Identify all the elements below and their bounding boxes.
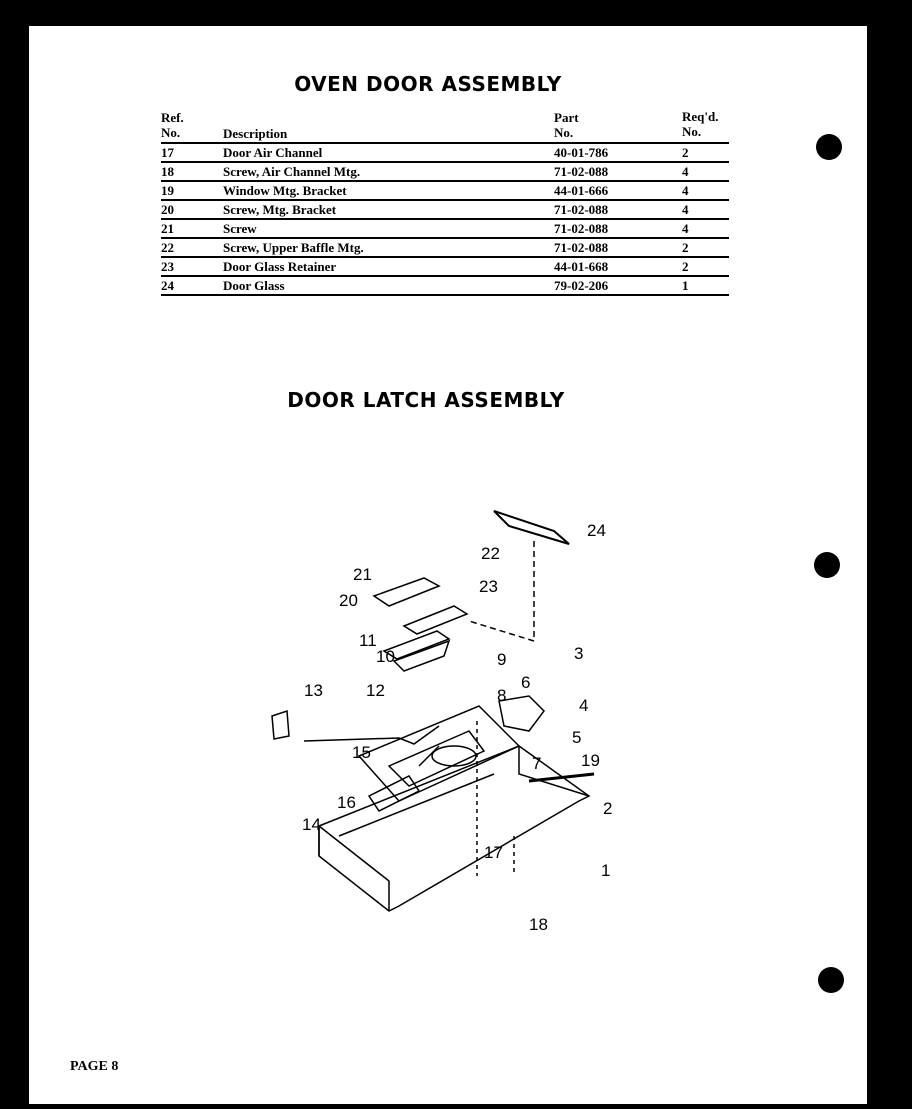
table-row: 21 Screw 71-02-088 4 (161, 220, 729, 239)
cell-ref: 23 (161, 259, 174, 274)
callout-label: 14 (302, 815, 321, 834)
cell-ref: 22 (161, 240, 174, 255)
cell-part-number: 40-01-786 (554, 145, 609, 160)
cell-quantity: 2 (682, 240, 689, 255)
header-ref-line1: Ref. (161, 110, 184, 125)
header-part-line2: No. (554, 125, 574, 140)
cell-part-number: 44-01-668 (554, 259, 609, 274)
callout-label: 24 (587, 521, 606, 540)
callout-label: 23 (479, 577, 498, 596)
callout-label: 3 (574, 644, 583, 663)
cell-description: Door Glass Retainer (223, 259, 337, 274)
parts-table-header: Ref. No. Description Part No. Req'd. No. (161, 109, 729, 144)
callout-label: 20 (339, 591, 358, 610)
cell-description: Door Air Channel (223, 145, 323, 160)
callout-label: 21 (353, 565, 372, 584)
callout-label: 22 (481, 544, 500, 563)
binder-hole (818, 967, 844, 993)
door-latch-assembly-title: DOOR LATCH ASSEMBLY (287, 388, 565, 412)
header-description: Description (223, 126, 288, 141)
table-row: 18 Screw, Air Channel Mtg. 71-02-088 4 (161, 163, 729, 182)
callout-label: 17 (484, 843, 503, 862)
cell-description: Window Mtg. Bracket (223, 183, 347, 198)
table-row: 23 Door Glass Retainer 44-01-668 2 (161, 258, 729, 277)
cell-part-number: 44-01-666 (554, 183, 609, 198)
cell-ref: 21 (161, 221, 174, 236)
cell-quantity: 2 (682, 259, 689, 274)
document-page: OVEN DOOR ASSEMBLY Ref. No. Description … (29, 26, 867, 1104)
callout-label: 4 (579, 696, 588, 715)
cell-ref: 19 (161, 183, 174, 198)
page-label: PAGE 8 (70, 1059, 119, 1074)
header-req-line1: Req'd. (682, 109, 719, 124)
cell-quantity: 4 (682, 164, 689, 179)
oven-door-assembly-title: OVEN DOOR ASSEMBLY (294, 72, 562, 96)
table-row: 17 Door Air Channel 40-01-786 2 (161, 144, 729, 163)
table-row: 19 Window Mtg. Bracket 44-01-666 4 (161, 182, 729, 201)
cell-description: Screw, Mtg. Bracket (223, 202, 337, 217)
cell-description: Screw, Air Channel Mtg. (223, 164, 361, 179)
cell-ref: 17 (161, 145, 174, 160)
header-ref-line2: No. (161, 125, 181, 140)
cell-quantity: 4 (682, 221, 689, 236)
parts-table: Ref. No. Description Part No. Req'd. No.… (161, 109, 729, 296)
cell-quantity: 2 (682, 145, 689, 160)
header-part-line1: Part (554, 110, 579, 125)
cell-description: Door Glass (223, 278, 285, 293)
table-row: 24 Door Glass 79-02-206 1 (161, 277, 729, 296)
callout-label: 18 (529, 915, 548, 934)
callout-label: 12 (366, 681, 385, 700)
callout-label: 16 (337, 793, 356, 812)
callout-label: 7 (532, 754, 541, 773)
callout-label: 5 (572, 728, 581, 747)
cell-part-number: 71-02-088 (554, 164, 609, 179)
callout-label: 8 (497, 686, 506, 705)
header-req-line2: No. (682, 124, 702, 139)
cell-quantity: 4 (682, 202, 689, 217)
cell-part-number: 71-02-088 (554, 240, 609, 255)
table-row: 20 Screw, Mtg. Bracket 71-02-088 4 (161, 201, 729, 220)
callout-label: 15 (352, 743, 371, 762)
cell-part-number: 79-02-206 (554, 278, 609, 293)
callout-label: 9 (497, 650, 506, 669)
cell-part-number: 71-02-088 (554, 221, 609, 236)
cell-quantity: 4 (682, 183, 689, 198)
callout-label: 19 (581, 751, 600, 770)
table-row: 22 Screw, Upper Baffle Mtg. 71-02-088 2 (161, 239, 729, 258)
callout-label: 10 (376, 647, 395, 666)
binder-hole (816, 134, 842, 160)
cell-description: Screw (223, 221, 257, 236)
callout-label: 11 (359, 631, 377, 650)
cell-description: Screw, Upper Baffle Mtg. (223, 240, 364, 255)
cell-quantity: 1 (682, 278, 689, 293)
latch-drawing (271, 510, 595, 912)
callout-label: 1 (601, 861, 610, 880)
cell-ref: 24 (161, 278, 174, 293)
callout-label: 6 (521, 673, 530, 692)
cell-ref: 20 (161, 202, 174, 217)
callout-label: 2 (603, 799, 612, 818)
cell-ref: 18 (161, 164, 174, 179)
binder-hole (814, 552, 840, 578)
cell-part-number: 71-02-088 (554, 202, 609, 217)
callout-label: 13 (304, 681, 323, 700)
